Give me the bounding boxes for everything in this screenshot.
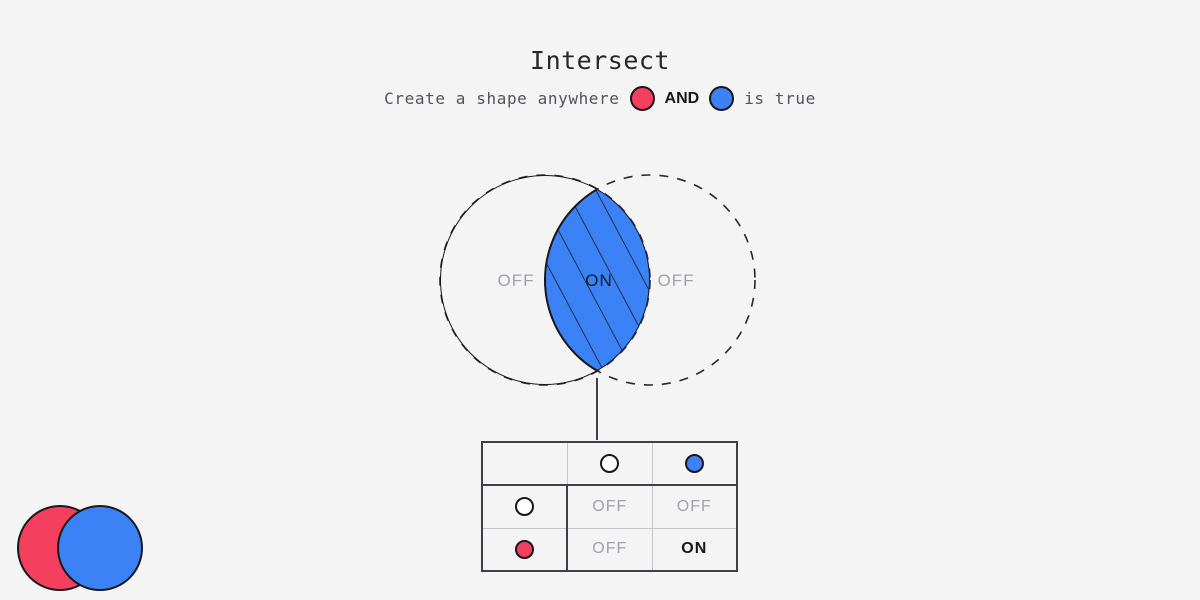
logic-operator-label: AND — [664, 89, 700, 107]
venn-label-center: ON — [585, 271, 613, 290]
circle-outline-icon — [600, 454, 619, 473]
table-row: OFF ON — [481, 527, 738, 572]
legend-blue-circle-icon — [709, 86, 735, 111]
truth-table: OFF OFF OFF ON — [481, 441, 738, 572]
venn-intersection-lens — [544, 175, 650, 385]
circle-blue-icon — [684, 454, 704, 473]
venn-diagram: OFF ON OFF — [400, 155, 800, 435]
table-cell-r0c1: OFF — [651, 484, 738, 529]
table-corner-cell — [481, 441, 568, 486]
legend-red-circle-icon — [629, 86, 655, 111]
circle-outline-icon — [515, 497, 534, 517]
venn-svg: OFF ON OFF — [439, 174, 756, 386]
table-cell-r1c0: OFF — [566, 527, 653, 572]
page-title: Intersect — [530, 46, 670, 75]
header: Intersect Create a shape anywhere AND is… — [0, 0, 1200, 111]
table-row-header-red — [481, 527, 568, 572]
table-row-header-white — [481, 484, 568, 529]
subtitle: Create a shape anywhere AND is true — [0, 86, 1200, 111]
table-cell-r1c1: ON — [651, 527, 738, 572]
table-header-row — [481, 441, 738, 486]
canvas-shapes — [17, 505, 143, 591]
circle-red-icon — [515, 539, 534, 559]
connector-line — [596, 378, 598, 440]
venn-label-left: OFF — [498, 271, 535, 290]
table-col-header-blue — [651, 441, 738, 486]
table-row: OFF OFF — [481, 484, 738, 529]
venn-label-right: OFF — [658, 271, 695, 290]
subtitle-prefix: Create a shape anywhere — [384, 88, 620, 108]
table-col-header-white — [566, 441, 653, 486]
subtitle-suffix: is true — [744, 88, 816, 108]
table-cell-r0c0: OFF — [566, 484, 653, 529]
shape-blue-circle[interactable] — [57, 505, 143, 591]
